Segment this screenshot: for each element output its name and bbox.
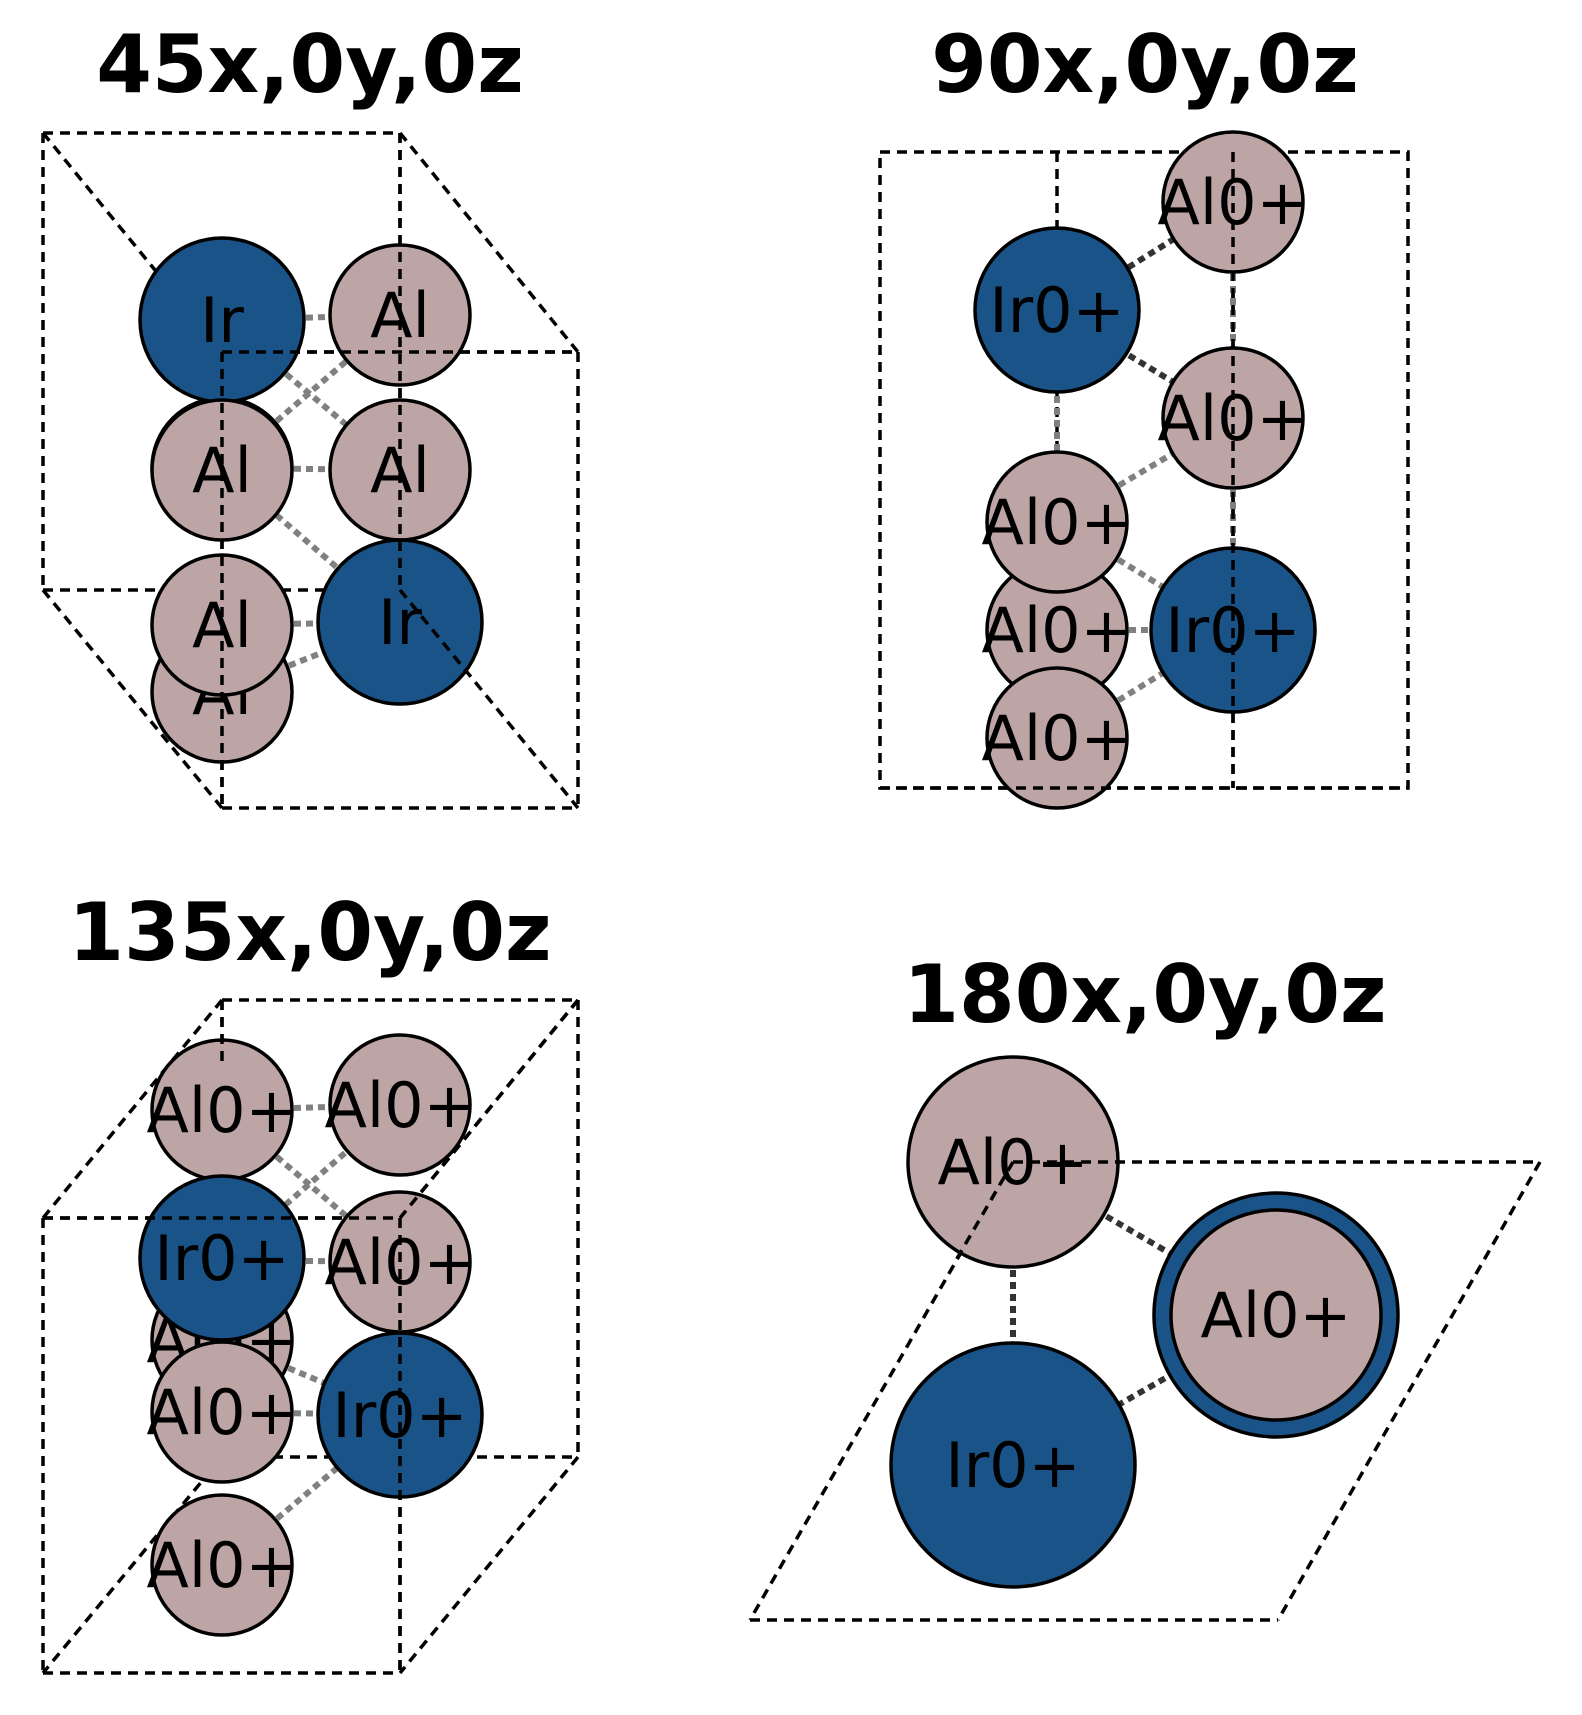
svg-text:Ir0+: Ir0+ bbox=[989, 274, 1124, 347]
panel-title: 135x,0y,0z bbox=[68, 886, 551, 979]
atom: Ir0+ bbox=[889, 1341, 1137, 1589]
panel-90x: 90x,0y,0z Al0+ Ir0+ Al bbox=[878, 18, 1410, 810]
svg-text:Al0+: Al0+ bbox=[981, 594, 1132, 667]
unit-cell-front bbox=[880, 152, 1408, 790]
panel-title: 90x,0y,0z bbox=[931, 18, 1359, 111]
atom: Al0+ bbox=[1169, 1208, 1383, 1422]
unit-cell-front bbox=[220, 133, 580, 810]
panel-title: 180x,0y,0z bbox=[903, 948, 1386, 1041]
svg-text:Al0+: Al0+ bbox=[981, 702, 1132, 775]
svg-text:Ir: Ir bbox=[378, 586, 422, 659]
svg-text:Al0+: Al0+ bbox=[981, 486, 1132, 559]
atom: Al bbox=[150, 398, 294, 542]
panel-135x: 135x,0y,0z Al0+ bbox=[41, 886, 580, 1675]
svg-text:Al0+: Al0+ bbox=[324, 1069, 475, 1142]
svg-text:Al0+: Al0+ bbox=[146, 1074, 297, 1147]
atom: Al bbox=[328, 398, 472, 542]
svg-text:Ir0+: Ir0+ bbox=[945, 1429, 1080, 1502]
atom: Al0+ bbox=[1157, 130, 1309, 274]
atom: Ir0+ bbox=[973, 226, 1141, 394]
unit-cell-front bbox=[953, 1160, 1118, 1263]
atom: Ir bbox=[316, 538, 484, 706]
svg-text:Ir: Ir bbox=[200, 284, 244, 357]
svg-text:Al0+: Al0+ bbox=[146, 1529, 297, 1602]
svg-text:Al0+: Al0+ bbox=[146, 1376, 297, 1449]
atom: Ir0+ bbox=[138, 1174, 306, 1342]
unit-cell-front bbox=[43, 998, 580, 1673]
panel-45x: 45x,0y,0z Al bbox=[41, 18, 580, 810]
svg-text:Al0+: Al0+ bbox=[1200, 1279, 1351, 1352]
atom: Al0+ bbox=[324, 1033, 476, 1177]
unit-cell bbox=[748, 1160, 1542, 1622]
svg-text:Ir0+: Ir0+ bbox=[154, 1222, 289, 1295]
atom: Al0+ bbox=[981, 558, 1133, 702]
atom: Al0+ bbox=[146, 1340, 298, 1484]
panel-180x: 180x,0y,0z Al0+ Ir0+ Al0+ bbox=[748, 948, 1542, 1622]
atom: Al0+ bbox=[981, 666, 1133, 810]
atom: Al0+ bbox=[981, 450, 1133, 594]
atom: Al0+ bbox=[146, 1493, 298, 1637]
panel-title: 45x,0y,0z bbox=[96, 18, 524, 111]
